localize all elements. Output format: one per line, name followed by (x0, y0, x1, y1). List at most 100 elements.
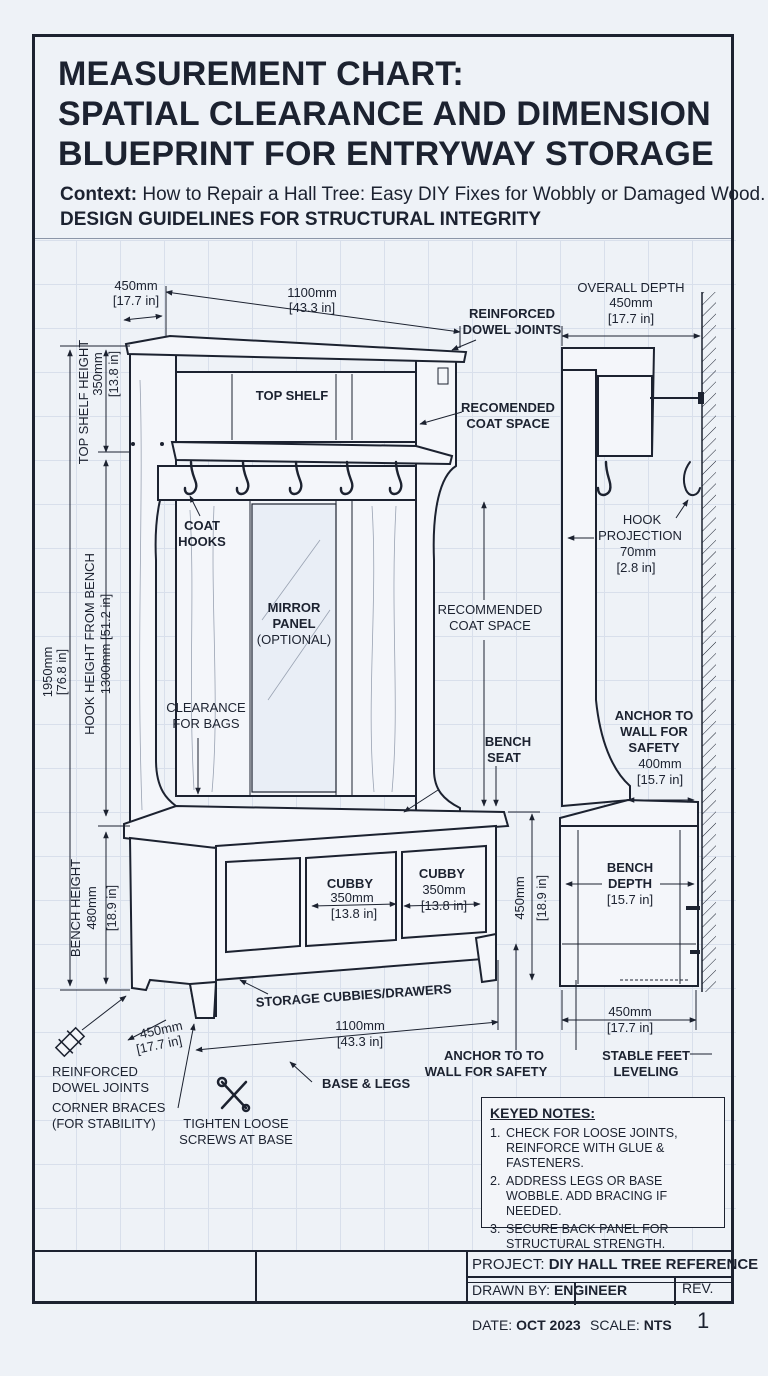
mirror-line-1: MIRROR (268, 600, 321, 615)
anchor-bottom-line-2: WALL FOR SAFETY (425, 1064, 548, 1079)
side-base-depth-mm: 450mm (608, 1004, 651, 1019)
front-leg (188, 980, 218, 1019)
corner-braces-line-1: CORNER BRACES (52, 1100, 166, 1115)
anchor-in: [15.7 in] (637, 772, 683, 787)
base-width-in: [43.3 in] (337, 1034, 383, 1049)
cubby-1-label: CUBBY (327, 876, 374, 891)
coat-hooks-line-1: COAT (184, 518, 220, 533)
recommended-top-line-1: RECOMENDED (461, 400, 555, 415)
cubby-right (401, 844, 487, 940)
page-title: MEASUREMENT CHART: SPATIAL CLEARANCE AND… (58, 54, 728, 174)
keyed-note-number: 2. (490, 1174, 501, 1188)
cubby-2-mm: 350mm (422, 882, 465, 897)
coat-hooks-row (183, 460, 403, 496)
keyed-note-text: CHECK FOR LOOSE JOINTS, REINFORCE WITH G… (506, 1126, 678, 1170)
reinforced-bottom-line-2: DOWEL JOINTS (52, 1080, 149, 1095)
hook-height-value: 1300mm [51.2 in] (98, 594, 113, 694)
overall-depth-mm: 450mm (609, 295, 652, 310)
cubby-left (225, 856, 301, 954)
scale-value: NTS (643, 1317, 672, 1333)
bench-depth-line-2: DEPTH (608, 876, 652, 891)
hook-projection-in: [2.8 in] (616, 560, 655, 575)
hook-icon (235, 460, 250, 496)
title-block: PROJECT: DIY HALL TREE REFERENCE DRAWN B… (32, 1250, 758, 1304)
bench-seat (123, 804, 510, 850)
clearance-line-2: FOR BAGS (172, 716, 240, 731)
stable-feet-line-2: LEVELING (613, 1064, 678, 1079)
seat-height-in: [18.9 in] (534, 875, 549, 921)
drawn-by-field: DRAWN BY: ENGINEER (472, 1282, 627, 1298)
storage-label: STORAGE CUBBIES/DRAWERS (255, 981, 452, 1010)
reinforced-bottom-line-1: REINFORCED (52, 1064, 138, 1079)
keyed-note-text: ADDRESS LEGS OR BASE WOBBLE. ADD BRACING… (506, 1174, 668, 1218)
wall-hatch (702, 292, 716, 992)
date-value: OCT 2023 (516, 1317, 581, 1333)
keyed-note-number: 3. (490, 1222, 501, 1236)
corner-braces-line-2: (FOR STABILITY) (52, 1116, 156, 1131)
overall-depth-in: [17.7 in] (608, 311, 654, 326)
front-dimensions (60, 286, 540, 1109)
keyed-note-text: SECURE BACK PANEL FOR STRUCTURAL STRENGT… (506, 1222, 669, 1251)
context-text: How to Repair a Hall Tree: Easy DIY Fixe… (142, 184, 766, 205)
tighten-line-1: TIGHTEN LOOSE (183, 1116, 289, 1131)
top-shelf-height-mm: 350mm (90, 352, 105, 395)
side-dimensions (561, 326, 712, 1055)
keyed-note: 1. CHECK FOR LOOSE JOINTS, REINFORCE WIT… (490, 1126, 716, 1171)
drawn-by-value: ENGINEER (553, 1282, 628, 1298)
context-label: Context: (60, 184, 138, 205)
scale-field: SCALE: NTS (590, 1317, 672, 1333)
recommended-mid-line-1: RECOMMENDED (438, 602, 543, 617)
keyed-note: 2. ADDRESS LEGS OR BASE WOBBLE. ADD BRAC… (490, 1174, 716, 1219)
drawn-by-label: DRAWN BY: (472, 1282, 551, 1298)
hook-icon (339, 460, 354, 496)
title-line-2: SPATIAL CLEARANCE AND DIMENSION (58, 95, 711, 133)
keyed-notes-title: KEYED NOTES: (490, 1105, 596, 1121)
bench-height-in: [18.9 in] (104, 885, 119, 931)
top-shelf-label: TOP SHELF (256, 388, 329, 403)
side-shelf-box (597, 375, 653, 457)
bench-height-mm: 480mm (84, 886, 99, 929)
keyed-notes-box: KEYED NOTES: 1. CHECK FOR LOOSE JOINTS, … (481, 1097, 725, 1251)
overall-depth-label: OVERALL DEPTH (577, 280, 684, 295)
bench-depth-line-1: BENCH (607, 860, 653, 875)
bench-height-label: BENCH HEIGHT (68, 859, 83, 957)
hall-tree-drawing: 450mm [17.7 in] 1100mm [43.3 in] REINFOR… (40, 278, 716, 1147)
wrench-screwdriver-icon (216, 1076, 251, 1113)
side-base-depth-in: [17.7 in] (607, 1020, 653, 1035)
keyed-note: 3. SECURE BACK PANEL FOR STRUCTURAL STRE… (490, 1222, 716, 1252)
drawing-frame (32, 34, 734, 1304)
hook-height-label: HOOK HEIGHT FROM BENCH (82, 553, 97, 735)
title-line-1: MEASUREMENT CHART: (58, 55, 464, 93)
anchor-bottom-line-1: ANCHOR TO TO (444, 1048, 544, 1063)
side-labels: OVERALL DEPTH 450mm [17.7 in] HOOK PROJE… (577, 280, 693, 1079)
reinforced-top-line-1: REINFORCED (469, 306, 555, 321)
cubby-1-in: [13.8 in] (331, 906, 377, 921)
tighten-line-2: SCREWS AT BASE (179, 1132, 293, 1147)
hook-projection-line-1: HOOK (623, 512, 662, 527)
dowel-joint-icon (54, 1026, 86, 1058)
reinforced-top-line-2: DOWEL JOINTS (463, 322, 562, 337)
keyed-note-number: 1. (490, 1126, 501, 1140)
hook-projection-mm: 70mm (620, 544, 656, 559)
side-upright (561, 347, 631, 808)
cubby-middle (305, 850, 397, 948)
mirror-line-3: (OPTIONAL) (257, 632, 331, 647)
top-depth-in: [17.7 in] (113, 293, 159, 308)
bench-seat-line-1: BENCH (485, 734, 531, 749)
top-shelf-back (175, 371, 417, 443)
overall-height-in: [76.8 in] (54, 649, 69, 695)
right-leg (474, 932, 497, 984)
rev-value: 1 (697, 1308, 710, 1333)
hook-icon (183, 460, 198, 496)
title-block-row-2 (466, 1282, 734, 1305)
project-label: PROJECT: (472, 1256, 545, 1273)
date-field: DATE: OCT 2023 (472, 1317, 581, 1333)
overall-height-mm: 1950mm (40, 647, 55, 698)
anchor-screw-icon (650, 392, 704, 404)
title-line-3: BLUEPRINT FOR ENTRYWAY STORAGE (58, 135, 714, 173)
mirror-line-2: PANEL (272, 616, 315, 631)
top-width-mm: 1100mm (287, 285, 337, 300)
hook-projection-line-2: PROJECTION (598, 528, 682, 543)
anchor-line-2: WALL FOR (620, 724, 688, 739)
